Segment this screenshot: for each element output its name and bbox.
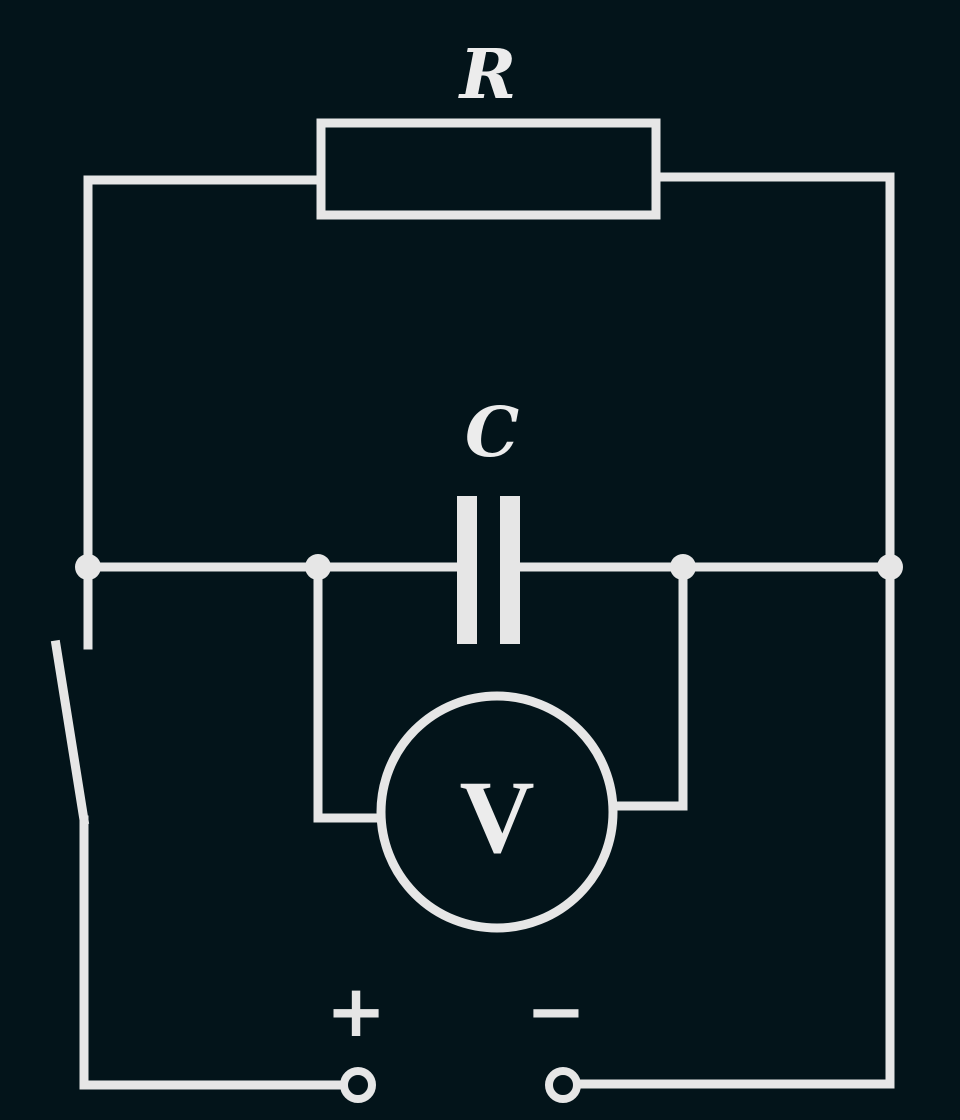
junction-node-left <box>75 554 101 580</box>
switch-blade <box>50 639 90 826</box>
positive-sign: + <box>326 969 386 1053</box>
voltmeter-circle <box>376 691 618 933</box>
switch <box>50 639 345 1090</box>
battery-terminals: + − <box>326 969 895 1103</box>
switch-lower-wire <box>79 815 345 1090</box>
resistor-right-wire <box>651 172 895 1089</box>
voltmeter-label: V <box>459 760 534 875</box>
voltmeter-left-wire <box>313 562 385 823</box>
resistor-label: R <box>458 35 517 115</box>
voltmeter-branch: V <box>313 562 688 933</box>
negative-sign: − <box>526 969 586 1053</box>
positive-terminal <box>340 1067 376 1103</box>
resistor-left-wire <box>83 175 325 650</box>
capacitor-label: C <box>465 393 519 473</box>
resistor-body <box>316 118 661 220</box>
capacitor-branch: C <box>83 393 895 644</box>
junction-node-right <box>877 554 903 580</box>
negative-terminal <box>545 1067 581 1103</box>
capacitor-plate-right <box>500 496 520 644</box>
voltmeter-right-wire <box>609 562 688 811</box>
capacitor-plate-left <box>457 496 477 644</box>
resistor-branch: R <box>83 35 895 1089</box>
